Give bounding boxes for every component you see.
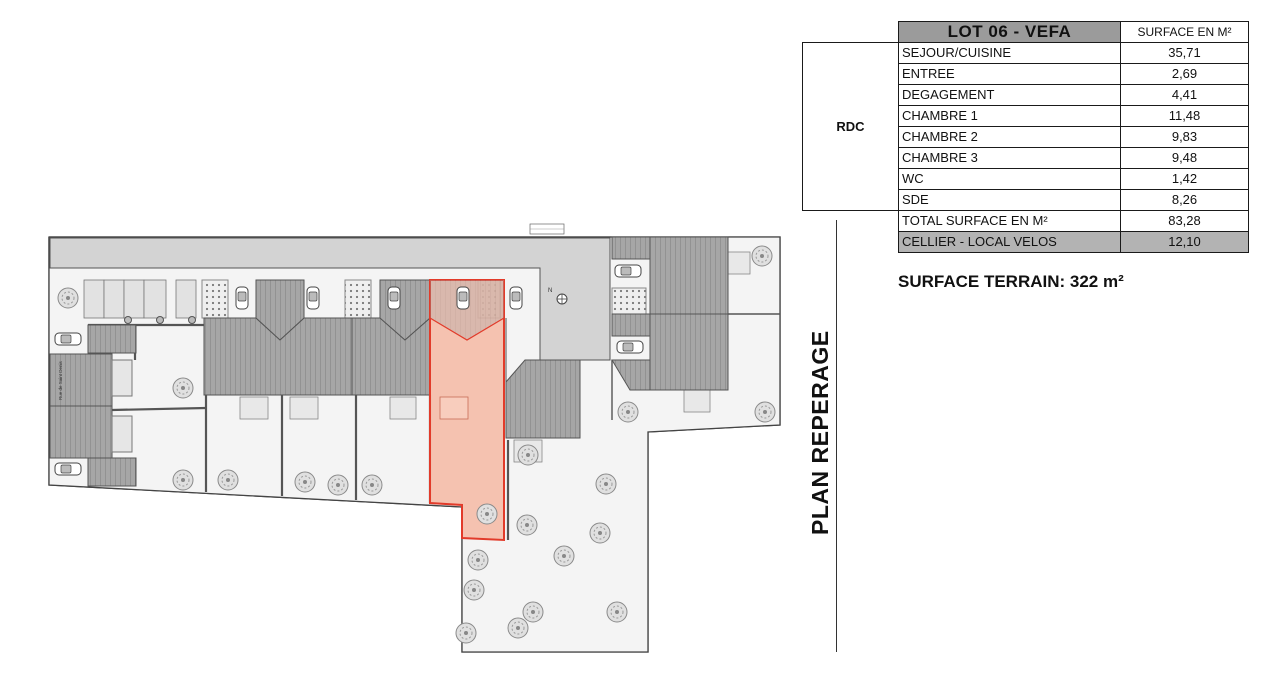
room-name: CHAMBRE 3 — [898, 147, 1121, 169]
house-left-2 — [49, 405, 113, 459]
room-name: WC — [898, 168, 1121, 190]
terrain-surface: SURFACE TERRAIN: 322 m² — [898, 272, 1124, 291]
room-area: 8,26 — [1120, 189, 1249, 211]
room-area: 11,48 — [1120, 105, 1249, 127]
house-left-1 — [49, 353, 113, 407]
carport-bays — [83, 279, 197, 319]
plan-title: PLAN REPERAGE — [807, 330, 833, 535]
room-name: SDE — [898, 189, 1121, 211]
room-area: 2,69 — [1120, 63, 1249, 85]
room-area: 4,41 — [1120, 84, 1249, 106]
table-row: CHAMBRE 1 11,48 — [803, 105, 1249, 127]
table-row: RDC SEJOUR/CUISINE 35,71 — [802, 42, 1249, 211]
total-row: TOTAL SURFACE EN M² 83,28 — [803, 210, 1249, 232]
table-row: DEGAGEMENT 4,41 — [803, 84, 1249, 106]
room-name: CHAMBRE 2 — [898, 126, 1121, 148]
table-header-row: LOT 06 - VEFA SURFACE EN M² — [803, 21, 1249, 43]
table-row: CHAMBRE 3 9,48 — [803, 147, 1249, 169]
table-row: WC 1,42 — [803, 168, 1249, 190]
lot-title: LOT 06 - VEFA — [898, 21, 1121, 43]
surface-table: LOT 06 - VEFA SURFACE EN M² RDC SEJOUR/C… — [802, 21, 1249, 253]
room-area: 9,83 — [1120, 126, 1249, 148]
parking-dots — [124, 316, 196, 324]
vertical-divider — [836, 220, 837, 652]
table-row: CHAMBRE 2 9,83 — [803, 126, 1249, 148]
room-name: ENTREE — [898, 63, 1121, 85]
table-row: ENTREE 2,69 — [803, 63, 1249, 85]
site-plan: N Rue de Saint Denis — [48, 223, 781, 653]
total-label: TOTAL SURFACE EN M² — [898, 210, 1121, 232]
terraces — [239, 251, 751, 463]
room-area: 1,42 — [1120, 168, 1249, 190]
street-label: Rue de Saint Denis — [58, 360, 63, 400]
houses-right — [611, 236, 729, 391]
north-label: N — [548, 288, 552, 294]
total-area: 83,28 — [1120, 210, 1249, 232]
north-arrow-icon — [556, 293, 568, 305]
floor-label: RDC — [802, 42, 899, 211]
annex-row: CELLIER - LOCAL VELOS 12,10 — [803, 231, 1249, 253]
houses-row — [203, 279, 581, 439]
room-area: 35,71 — [1120, 42, 1249, 64]
room-name: CHAMBRE 1 — [898, 105, 1121, 127]
surface-header: SURFACE EN M² — [1120, 21, 1249, 43]
room-name: SEJOUR/CUISINE — [898, 42, 1121, 64]
annex-label: CELLIER - LOCAL VELOS — [898, 231, 1121, 253]
annex-area: 12,10 — [1120, 231, 1249, 253]
room-area: 9,48 — [1120, 147, 1249, 169]
room-name: DEGAGEMENT — [898, 84, 1121, 106]
